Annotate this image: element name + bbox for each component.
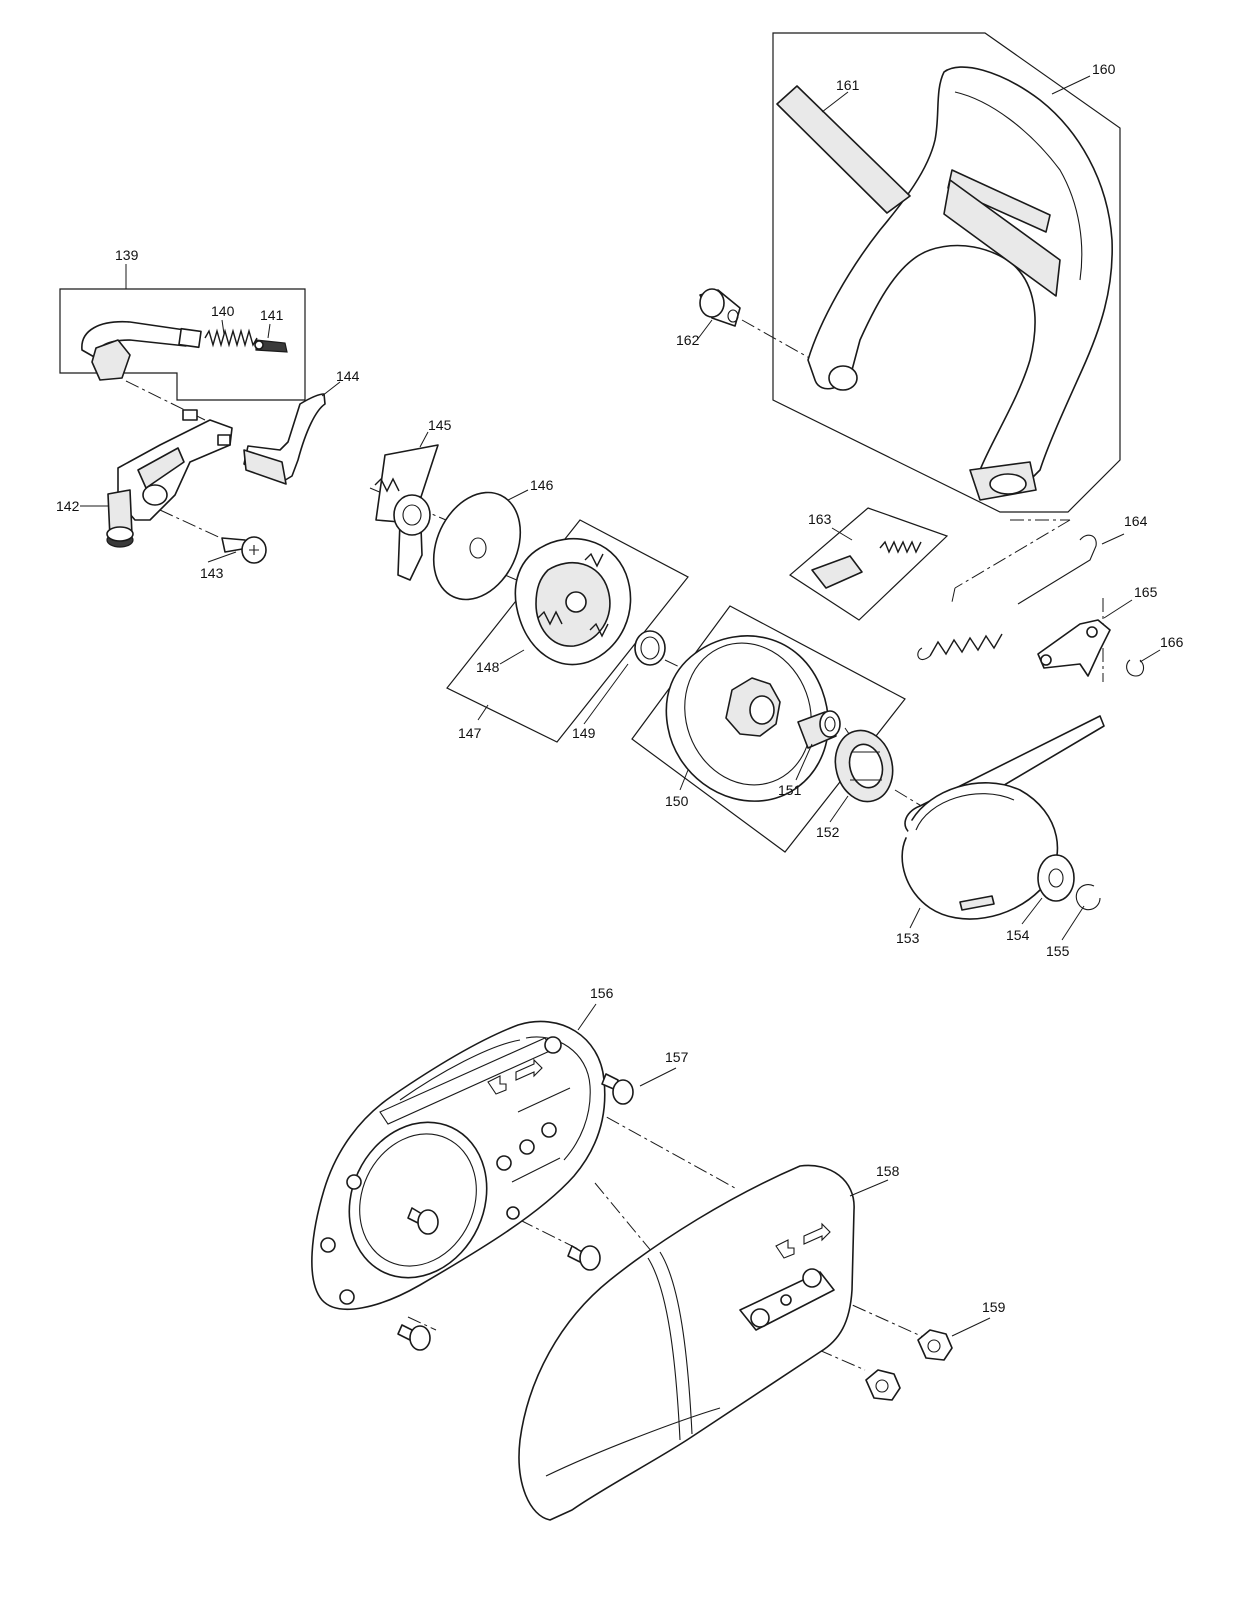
group-frame-147 [446, 519, 689, 743]
group-frame-139 [59, 288, 306, 401]
callout-147: 147 [458, 725, 482, 741]
callout-140: 140 [211, 303, 235, 319]
callout-161: 161 [836, 77, 860, 93]
part-chain-brake-handle [807, 66, 1113, 501]
part-sprocket-cover-plate [311, 1020, 606, 1311]
group-frame-160 [772, 32, 1121, 513]
callout-144: 144 [336, 368, 360, 384]
group-frame-163 [789, 507, 949, 621]
part-e-clip-155 [1075, 884, 1101, 911]
part-e-clip-166 [1126, 659, 1145, 677]
part-screw-143 [221, 536, 267, 564]
callout-149: 149 [572, 725, 596, 741]
callout-150: 150 [665, 793, 689, 809]
part-rim-sprocket [834, 729, 894, 803]
part-clutch-drum [665, 635, 830, 802]
callout-146: 146 [530, 477, 554, 493]
callout-158: 158 [876, 1163, 900, 1179]
part-washer-154 [1037, 854, 1075, 902]
part-brake-lever [1037, 619, 1111, 677]
part-oil-pump-worm [374, 444, 439, 581]
part-clutch [514, 537, 632, 666]
callout-148: 148 [476, 659, 500, 675]
callout-166: 166 [1160, 634, 1184, 650]
callout-155: 155 [1046, 943, 1070, 959]
callout-163: 163 [808, 511, 832, 527]
callout-159: 159 [982, 1299, 1006, 1315]
callout-145: 145 [428, 417, 452, 433]
callout-157: 157 [665, 1049, 689, 1065]
group-frame-150 [631, 605, 906, 853]
callout-153: 153 [896, 930, 920, 946]
callout-156: 156 [590, 985, 614, 1001]
part-oil-line [243, 393, 326, 485]
part-brake-latch [811, 540, 922, 589]
callout-160: 160 [1092, 61, 1116, 77]
part-washer-149 [634, 630, 666, 666]
callout-165: 165 [1134, 584, 1158, 600]
part-warning-label [776, 85, 911, 214]
callout-154: 154 [1006, 927, 1030, 943]
callout-141: 141 [260, 307, 284, 323]
part-handle-bushing [699, 288, 741, 327]
part-oil-pump [106, 409, 233, 548]
callout-164: 164 [1124, 513, 1148, 529]
callout-142: 142 [56, 498, 80, 514]
callout-labels: 139 140 141 142 143 144 145 146 147 148 … [56, 61, 1184, 1315]
callout-162: 162 [676, 332, 700, 348]
callout-151: 151 [778, 782, 802, 798]
callout-152: 152 [816, 824, 840, 840]
callout-143: 143 [200, 565, 224, 581]
part-screw-157 [397, 1073, 634, 1351]
leader-lines [80, 75, 1161, 1337]
part-brake-rod [917, 534, 1097, 661]
part-brake-band [901, 715, 1105, 920]
part-sprocket-guard [518, 1164, 855, 1521]
part-oil-hose [81, 320, 288, 381]
part-needle-bearing [797, 710, 841, 749]
callout-139: 139 [115, 247, 139, 263]
part-nuts [865, 1329, 953, 1401]
part-washer-plate [432, 491, 522, 601]
